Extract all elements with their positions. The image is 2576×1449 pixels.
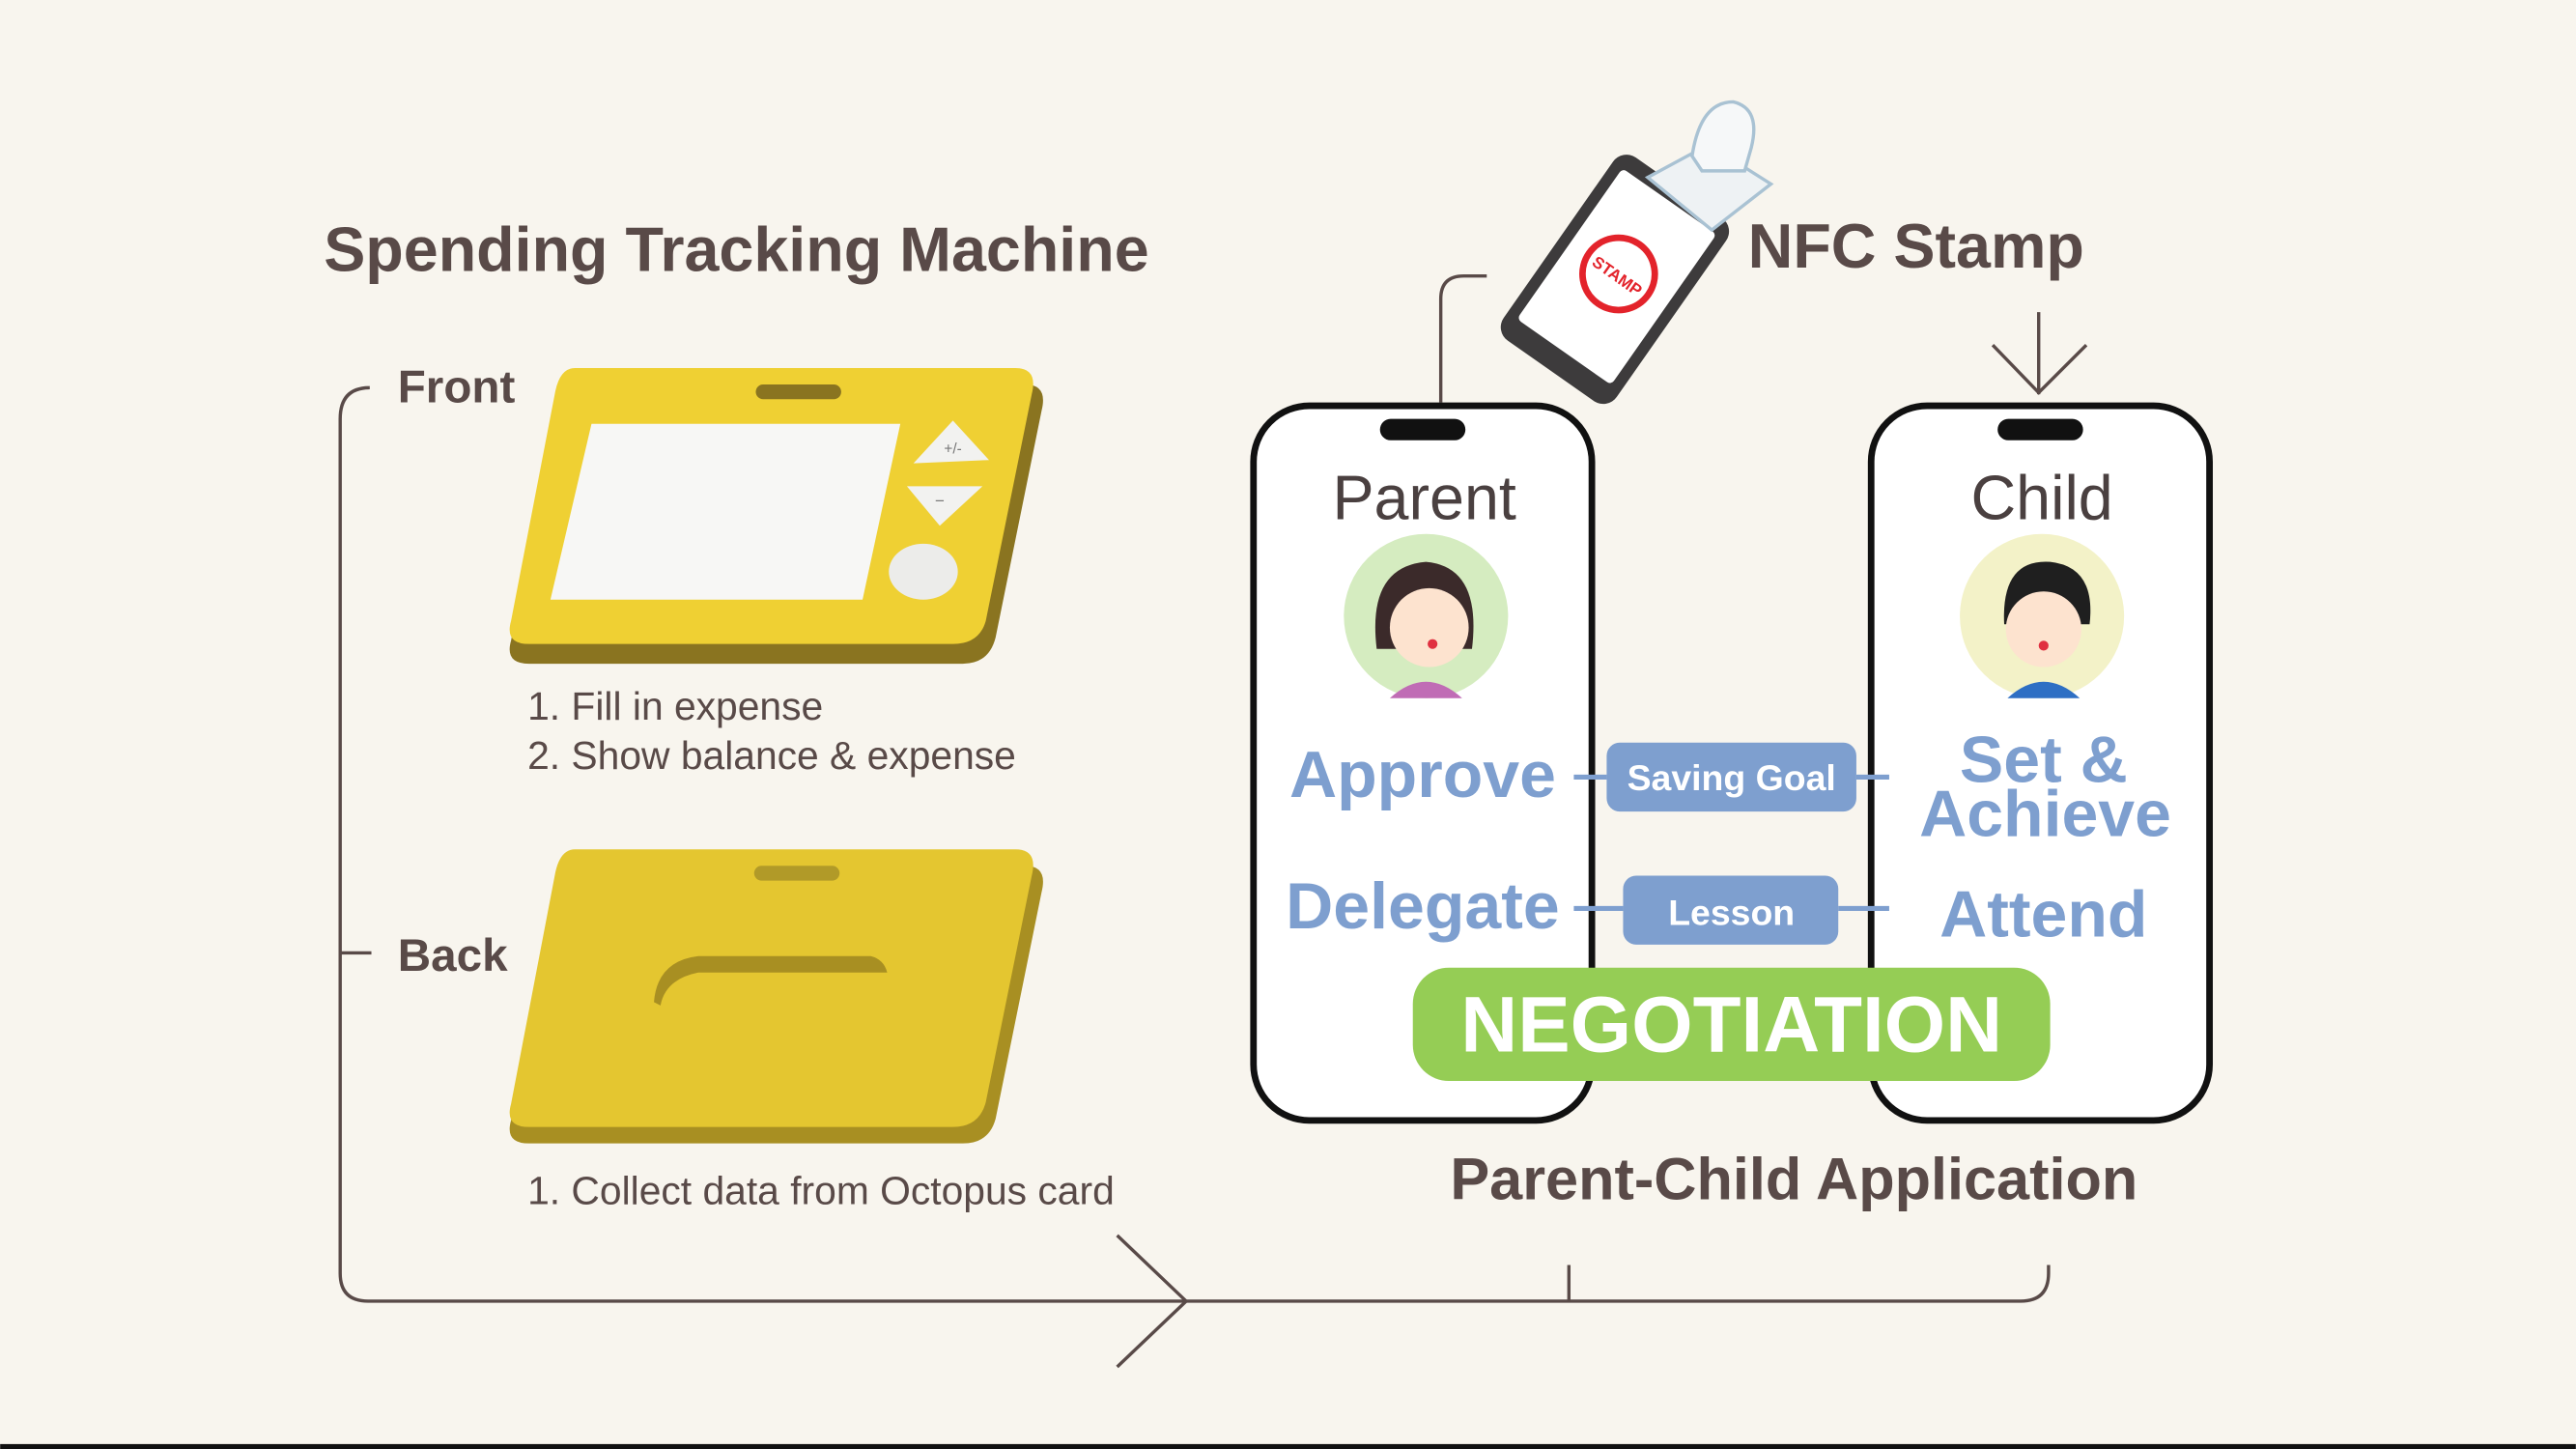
arrow-down-icon	[1991, 312, 2088, 395]
svg-text:Lesson: Lesson	[1668, 892, 1795, 932]
svg-text:+/-: +/-	[944, 440, 961, 457]
stamp-icon	[1644, 99, 1774, 233]
minus-button	[906, 486, 983, 526]
child-action-set: Set &	[1960, 724, 2128, 797]
child-avatar	[1960, 533, 2125, 698]
round-button	[889, 543, 958, 600]
front-feature-1: 1. Fill in expense	[527, 684, 823, 728]
bottom-border	[0, 1443, 2576, 1449]
parent-action-approve: Approve	[1289, 738, 1556, 811]
nfc-phone-icon: STAMP	[1500, 155, 1730, 405]
front-label: Front	[398, 362, 516, 413]
negotiation-banner: NEGOTIATION	[1412, 967, 2051, 1082]
parent-title: Parent	[1332, 463, 1515, 532]
child-action-attend: Attend	[1939, 877, 2147, 951]
device-back-illustration	[509, 849, 1043, 1144]
arrow-right-icon	[1116, 1234, 1189, 1369]
child-title: Child	[1970, 463, 2112, 532]
device-front-illustration: +/- −	[509, 367, 1043, 665]
machine-title: Spending Tracking Machine	[324, 215, 1148, 285]
plus-button	[913, 420, 989, 464]
back-label: Back	[398, 930, 508, 981]
parent-action-delegate: Delegate	[1286, 869, 1560, 943]
link-connectors	[1573, 774, 1889, 912]
front-feature-2: 2. Show balance & expense	[527, 733, 1016, 778]
parent-avatar	[1344, 533, 1509, 698]
child-phone: Child	[1867, 402, 2213, 1124]
flow-bracket	[338, 385, 2051, 1369]
svg-text:−: −	[935, 492, 945, 510]
nfc-connector	[1438, 274, 1487, 403]
device-screen	[550, 423, 901, 600]
lesson-badge: Lesson	[1623, 875, 1839, 945]
parent-phone: Parent	[1250, 402, 1596, 1124]
saving-goal-badge: Saving Goal	[1606, 742, 1856, 812]
nfc-label: NFC Stamp	[1748, 212, 2084, 281]
svg-text:NEGOTIATION: NEGOTIATION	[1460, 980, 2002, 1068]
back-feature-1: 1. Collect data from Octopus card	[527, 1169, 1115, 1213]
child-action-achieve: Achieve	[1919, 778, 2171, 851]
app-title: Parent-Child Application	[1450, 1146, 2137, 1211]
svg-text:Saving Goal: Saving Goal	[1628, 757, 1836, 798]
